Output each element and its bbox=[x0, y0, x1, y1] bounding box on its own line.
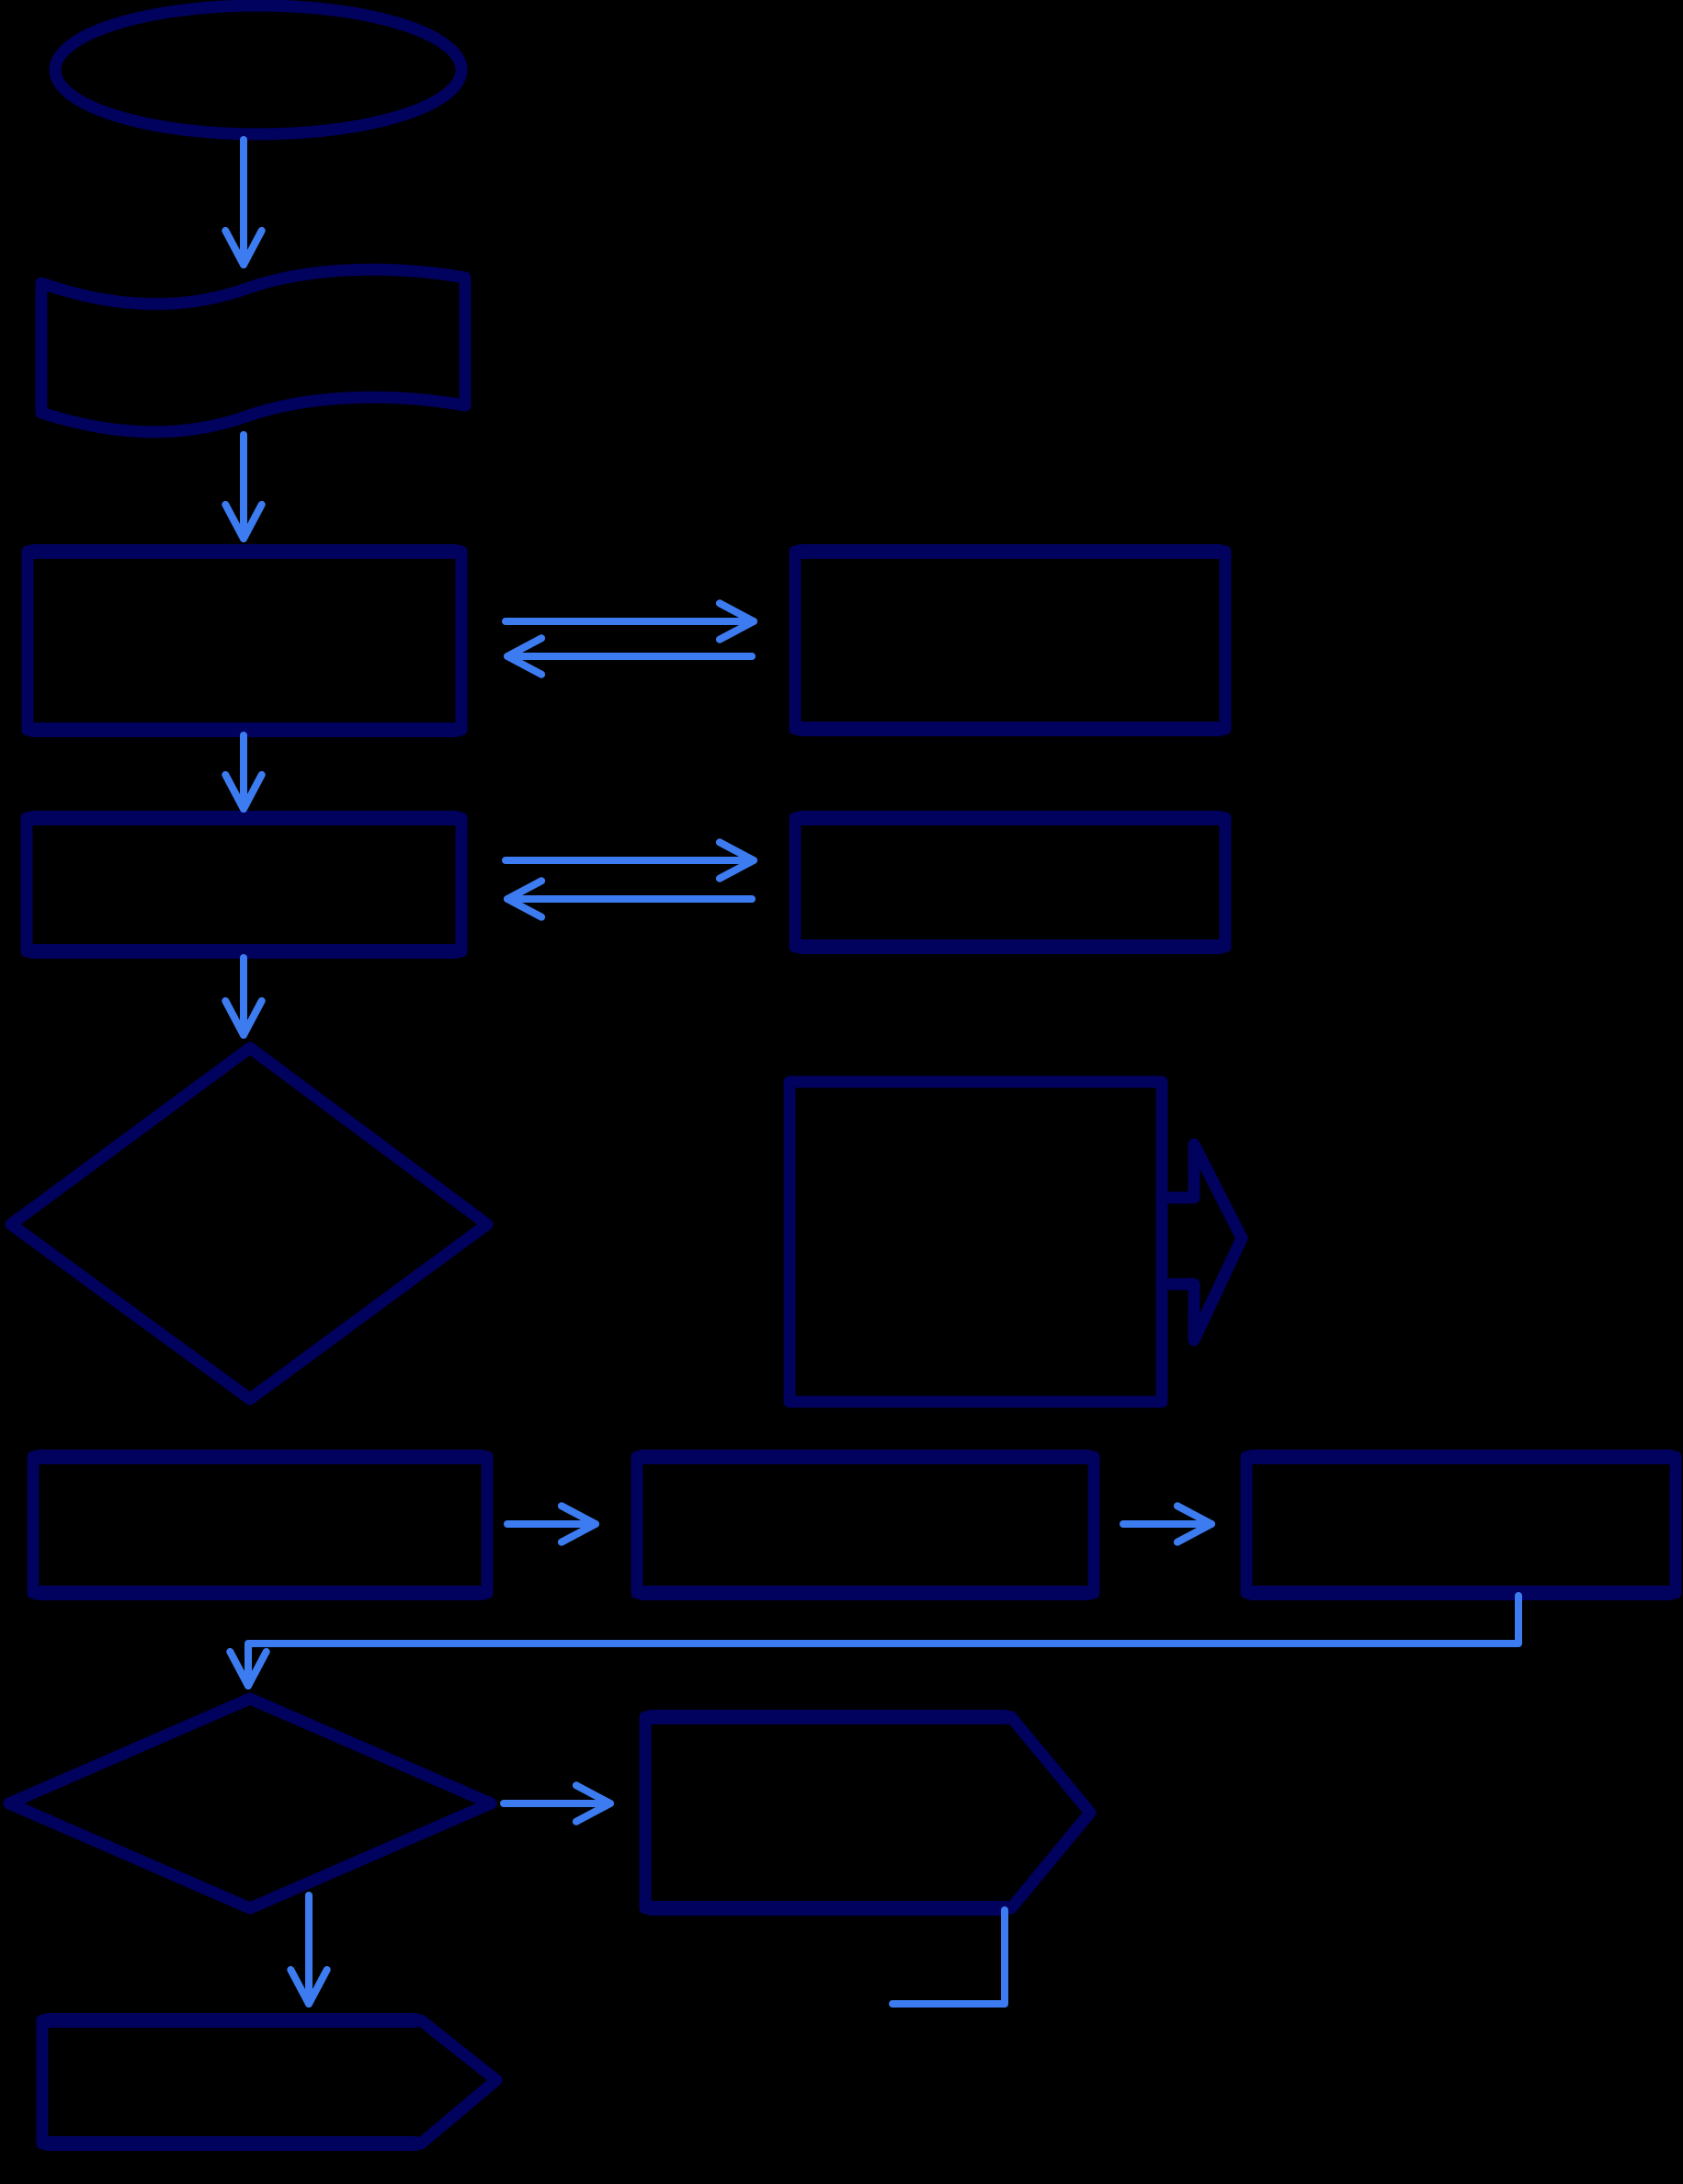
decision-diamond-1 bbox=[5, 1041, 494, 1405]
offpage-pentagon-2 bbox=[36, 2013, 503, 2151]
flow-step-b-to-c-arrowhead-icon bbox=[1173, 1502, 1215, 1546]
exchange-rect-2 bbox=[789, 811, 1232, 954]
start-terminator bbox=[49, 0, 468, 141]
flow-exchange2-to-process2 bbox=[504, 877, 756, 921]
arrow-out-box bbox=[783, 1075, 1168, 1408]
document-tape bbox=[35, 263, 472, 438]
flow-decision2-to-pentagon1 bbox=[500, 1781, 614, 1826]
step-rect-b bbox=[631, 1450, 1100, 1600]
flow-document-to-process1 bbox=[222, 431, 266, 542]
flow-process1-to-exchange1-arrowhead-icon bbox=[715, 599, 757, 643]
flow-pentagon1-return bbox=[889, 1906, 1008, 2008]
flow-decision2-to-pentagon2 bbox=[287, 1892, 331, 2008]
flow-step-a-to-b-arrowhead-icon bbox=[557, 1502, 599, 1546]
decision-diamond-2 bbox=[3, 1692, 497, 1915]
flow-step-c-to-decision2 bbox=[226, 1592, 1522, 1689]
flow-exchange1-to-process1 bbox=[504, 634, 756, 678]
flow-exchange1-to-process1-arrowhead-icon bbox=[504, 634, 546, 678]
flow-start-to-document bbox=[222, 136, 266, 268]
flow-process2-to-decision1-arrowhead-icon bbox=[222, 996, 266, 1039]
flow-step-b-to-c bbox=[1120, 1502, 1215, 1546]
flow-step-a-to-b bbox=[504, 1502, 599, 1546]
step-rect-a bbox=[27, 1450, 494, 1600]
flow-process1-to-process2 bbox=[222, 732, 266, 813]
flow-process2-to-exchange2-arrowhead-icon bbox=[715, 838, 757, 882]
flow-exchange2-to-process2-arrowhead-icon bbox=[504, 877, 546, 921]
flow-start-to-document-arrowhead-icon bbox=[222, 226, 266, 268]
flow-step-c-to-decision2-arrowhead-icon bbox=[226, 1647, 270, 1689]
process-rect-1 bbox=[21, 544, 468, 737]
arrow-out-chevron bbox=[1155, 1138, 1248, 1347]
flow-process2-to-exchange2 bbox=[502, 838, 757, 882]
offpage-pentagon-1 bbox=[639, 1710, 1097, 1916]
flow-process2-to-decision1 bbox=[222, 954, 266, 1039]
exchange-rect-1 bbox=[789, 544, 1232, 736]
flow-decision2-to-pentagon1-arrowhead-icon bbox=[572, 1781, 614, 1826]
flow-decision2-to-pentagon2-arrowhead-icon bbox=[287, 1965, 331, 2008]
step-rect-c bbox=[1240, 1450, 1682, 1600]
process-rect-2 bbox=[20, 811, 468, 959]
flow-document-to-process1-arrowhead-icon bbox=[222, 500, 266, 542]
flow-process1-to-process2-arrowhead-icon bbox=[222, 770, 266, 813]
flow-process1-to-exchange1 bbox=[502, 599, 757, 643]
